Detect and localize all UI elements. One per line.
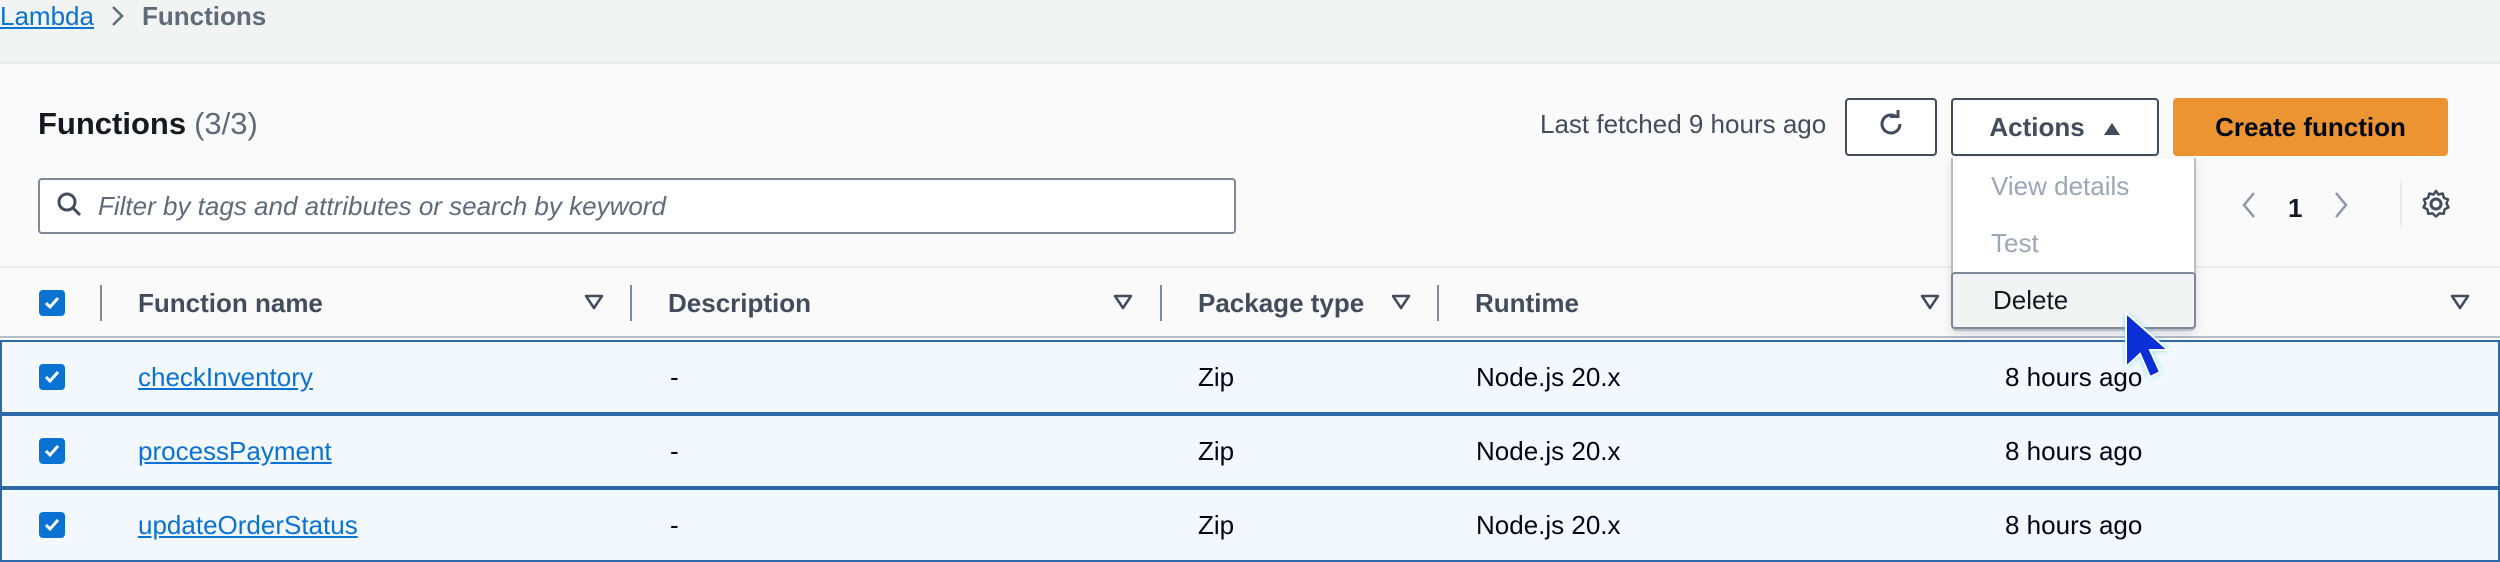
search-field[interactable] — [38, 178, 1236, 234]
row-checkbox[interactable] — [39, 512, 65, 538]
description-cell: - — [670, 509, 679, 540]
sort-down-icon[interactable] — [2450, 292, 2470, 317]
column-header-runtime[interactable]: Runtime — [1475, 287, 1579, 318]
menu-item-view-details: View details — [1991, 171, 2130, 201]
column-header-description[interactable]: Description — [668, 287, 812, 318]
package-type-cell: Zip — [1198, 435, 1235, 466]
runtime-cell: Node.js 20.x — [1476, 509, 1621, 540]
page-title-text: Functions — [38, 106, 187, 141]
actions-button-label: Actions — [1989, 111, 2085, 142]
function-count: (3/3) — [194, 106, 258, 141]
table-row[interactable]: processPayment - Zip Node.js 20.x 8 hour… — [0, 414, 2500, 488]
sort-down-icon[interactable] — [1391, 292, 1411, 317]
menu-item-delete[interactable]: Delete — [1951, 272, 2196, 329]
search-input[interactable] — [96, 189, 1234, 223]
runtime-cell: Node.js 20.x — [1476, 361, 1621, 392]
refresh-button[interactable] — [1845, 98, 1937, 156]
runtime-cell: Node.js 20.x — [1476, 435, 1621, 466]
menu-item-test: Test — [1991, 228, 2039, 258]
last-modified-cell: 8 hours ago — [2005, 509, 2143, 540]
breadcrumb-lambda-link[interactable]: Lambda — [0, 1, 94, 31]
next-page-icon[interactable] — [2332, 190, 2350, 227]
row-checkbox[interactable] — [39, 438, 65, 464]
breadcrumb-current: Functions — [141, 1, 267, 31]
table-row[interactable]: checkInventory - Zip Node.js 20.x 8 hour… — [0, 340, 2500, 414]
create-function-button[interactable]: Create function — [2173, 98, 2448, 156]
column-header-function-name[interactable]: Function name — [138, 287, 323, 318]
pagination: 1 — [2240, 190, 2350, 227]
refresh-icon — [1876, 109, 1906, 146]
pagination-divider — [2400, 182, 2402, 226]
functions-container: Functions(3/3) Last fetched 9 hours ago … — [0, 62, 2500, 562]
previous-page-icon[interactable] — [2240, 190, 2258, 227]
current-page-number[interactable]: 1 — [2288, 193, 2303, 223]
sort-down-icon[interactable] — [584, 292, 604, 317]
select-all-checkbox[interactable] — [39, 290, 65, 316]
column-separator — [100, 285, 102, 321]
column-header-package-type[interactable]: Package type — [1198, 287, 1365, 318]
chevron-right-icon — [110, 4, 126, 28]
description-cell: - — [670, 361, 679, 392]
column-separator — [1437, 285, 1439, 321]
package-type-cell: Zip — [1198, 509, 1235, 540]
sort-down-icon[interactable] — [1113, 292, 1133, 317]
row-checkbox[interactable] — [39, 364, 65, 390]
actions-button[interactable]: Actions — [1951, 98, 2159, 156]
page-title: Functions(3/3) — [38, 104, 258, 144]
last-modified-cell: 8 hours ago — [2005, 361, 2143, 392]
description-cell: - — [670, 435, 679, 466]
actions-dropdown-menu: View details Test Delete — [1951, 158, 2196, 331]
function-name-link[interactable]: processPayment — [138, 435, 332, 466]
package-type-cell: Zip — [1198, 361, 1235, 392]
table-row[interactable]: updateOrderStatus - Zip Node.js 20.x 8 h… — [0, 488, 2500, 562]
column-separator — [1160, 285, 1162, 321]
function-name-link[interactable]: updateOrderStatus — [138, 509, 358, 540]
last-modified-cell: 8 hours ago — [2005, 435, 2143, 466]
function-name-link[interactable]: checkInventory — [138, 361, 313, 392]
caret-up-icon — [2103, 112, 2121, 143]
sort-down-icon[interactable] — [1920, 292, 1940, 317]
last-fetched-text: Last fetched 9 hours ago — [1540, 109, 1827, 139]
column-separator — [630, 285, 632, 321]
search-icon — [56, 191, 82, 222]
breadcrumb: Lambda Functions — [0, 0, 266, 32]
settings-gear-icon[interactable] — [2420, 188, 2452, 225]
mouse-cursor-icon — [2122, 309, 2186, 394]
